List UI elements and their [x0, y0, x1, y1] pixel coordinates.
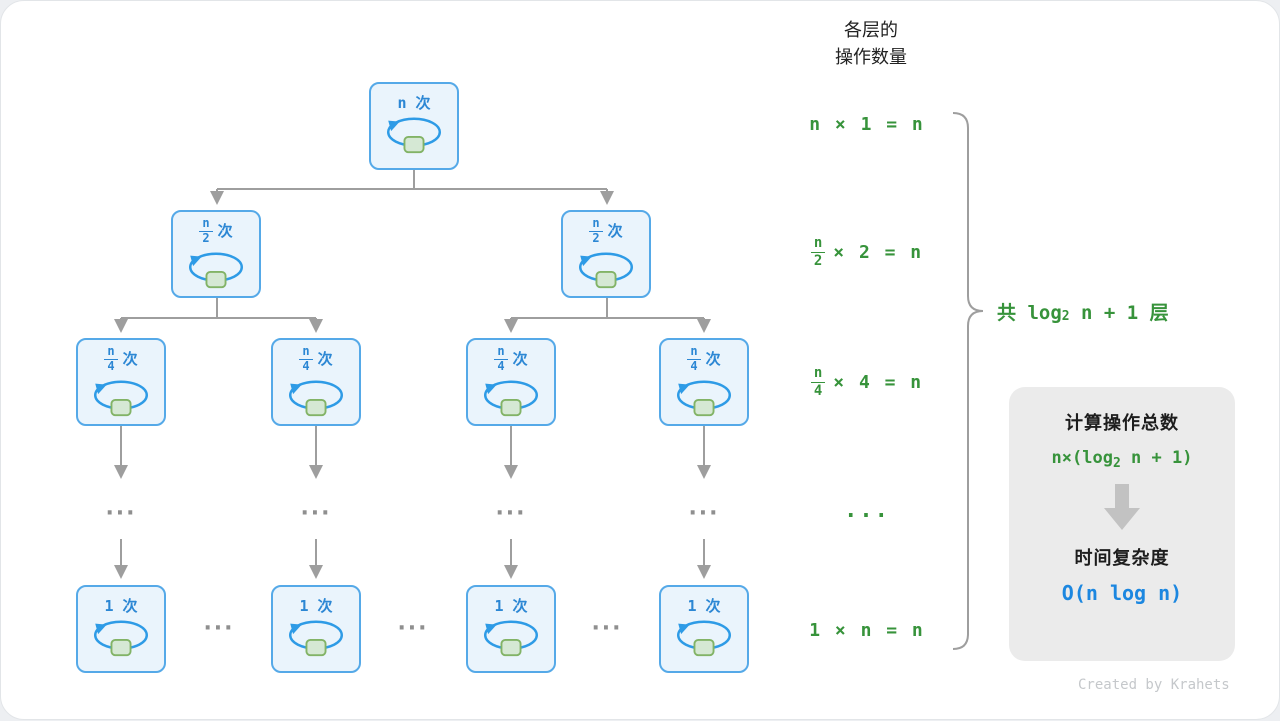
ops-row-leaf: 1 × n = n [809, 619, 925, 641]
down-arrow-icon [1104, 484, 1140, 530]
ops-header-line2: 操作数量 [835, 47, 907, 68]
loop-icon [480, 617, 542, 659]
ops-row-level0: n × 1 = n [809, 113, 925, 135]
loop-icon [480, 377, 542, 419]
loop-icon [285, 617, 347, 659]
node-label: 1 次 [687, 597, 721, 615]
loop-icon [185, 249, 247, 291]
credit-text: Created by Krahets [1078, 677, 1230, 693]
brace [952, 112, 984, 650]
node-label: n 次 [397, 94, 431, 112]
ellipsis-dots: ··· [105, 501, 137, 526]
loop-icon [575, 249, 637, 291]
ops-header-line1: 各层的 [844, 20, 898, 41]
ops-column-header: 各层的 操作数量 [789, 17, 953, 71]
loop-icon [90, 377, 152, 419]
loop-icon [673, 377, 735, 419]
tree-node-leaf-2: 1 次 [271, 585, 361, 673]
loop-icon [383, 114, 445, 156]
node-label: 1 次 [299, 597, 333, 615]
time-complexity-formula: O(n log n) [1061, 581, 1183, 605]
ellipsis-dots: ··· [203, 616, 235, 641]
ellipsis-dots: ··· [495, 501, 527, 526]
loop-icon [90, 617, 152, 659]
time-complexity-title: 时间复杂度 [1074, 548, 1170, 569]
tree-node-leaf-4: 1 次 [659, 585, 749, 673]
loop-icon [673, 617, 735, 659]
ellipsis-dots: ··· [688, 501, 720, 526]
ellipsis-dots: ··· [300, 501, 332, 526]
ops-row-ellipsis: ··· [844, 503, 890, 529]
tree-node-root-n: n 次 [369, 82, 459, 170]
tree-node-leaf-1: 1 次 [76, 585, 166, 673]
node-label: 1 次 [494, 597, 528, 615]
ellipsis-dots: ··· [397, 616, 429, 641]
node-label: 1 次 [104, 597, 138, 615]
loop-icon [285, 377, 347, 419]
tree-node-leaf-3: 1 次 [466, 585, 556, 673]
ellipsis-dots: ··· [591, 616, 623, 641]
total-ops-title: 计算操作总数 [1065, 413, 1179, 434]
